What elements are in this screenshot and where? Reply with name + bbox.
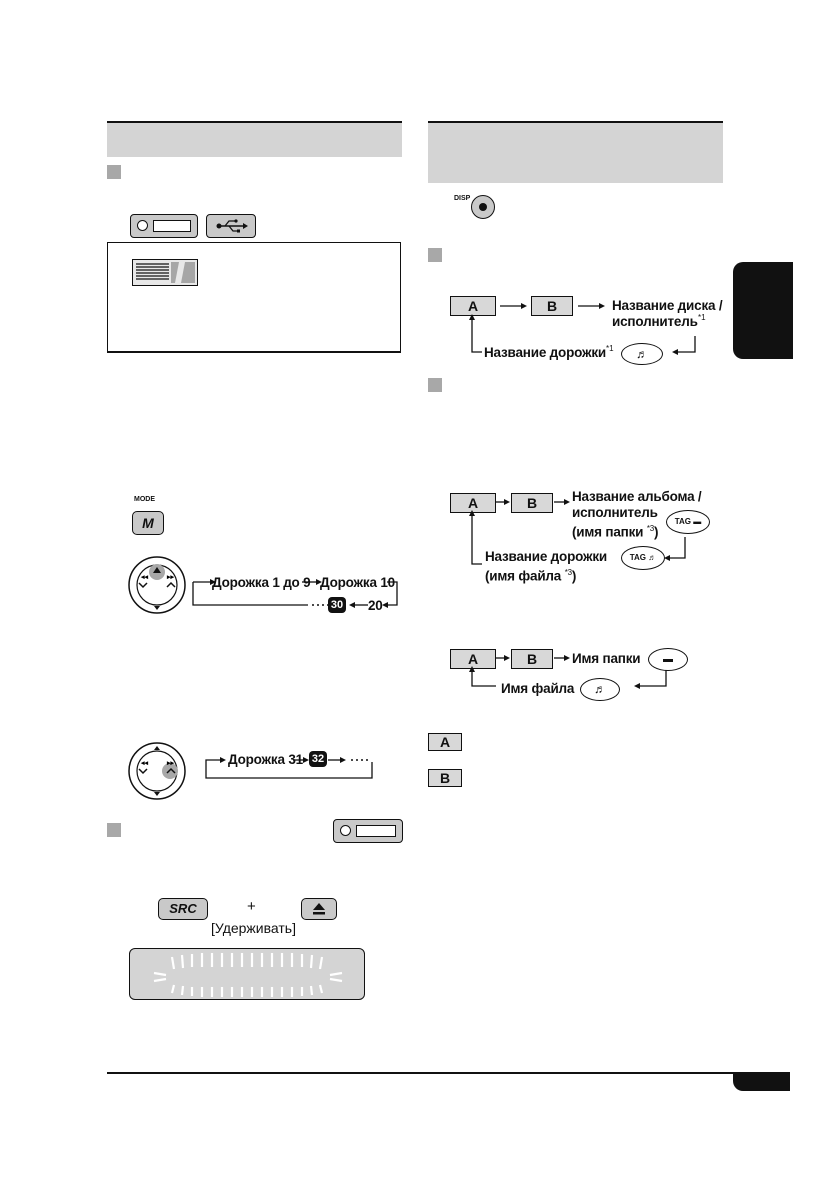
mp3-flow-arrows [469, 499, 686, 565]
music-note-icon: ♬ [636, 347, 648, 361]
file-name-label: (имя файла *3) [485, 568, 577, 584]
cd-slot-icon-2 [333, 819, 403, 843]
album-title-label: Название альбома / [572, 489, 702, 504]
eject-icon [313, 903, 325, 915]
disp-button[interactable] [471, 195, 495, 219]
folder-label: Имя папки [572, 651, 641, 666]
plus-sign: + [247, 898, 256, 915]
control-dial-1[interactable]: ◂◂ ▸▸ [128, 556, 186, 614]
folder-name-text: (имя папки [572, 524, 644, 540]
step-marker-2 [107, 823, 121, 837]
folder-icon: ▬ [663, 654, 673, 665]
music-note-icon-2: ♬ [594, 682, 606, 696]
track-title-label: Название дорожки [484, 345, 607, 360]
file-label: Имя файла [501, 681, 575, 696]
mp3-track-title-label: Название дорожки [485, 549, 608, 564]
disc-title-label: Название диска / [612, 298, 723, 313]
left-section-header [107, 121, 402, 157]
music-note-oval-1: ♬ [621, 343, 663, 365]
src-button[interactable]: SRC [158, 898, 208, 920]
mode-label: MODE [134, 496, 155, 503]
step-marker-4 [428, 378, 442, 392]
track-seq-1-arrows [192, 579, 398, 608]
mode-key-label: M [142, 515, 154, 531]
language-tab [733, 262, 793, 359]
usb-icon [206, 214, 256, 238]
svg-text:◂◂: ◂◂ [140, 574, 149, 581]
right-section-header [428, 121, 723, 183]
step-marker-3 [428, 248, 442, 262]
disp-label: DISP [454, 195, 471, 202]
mp3-box-b: B [511, 493, 553, 513]
track-note: *1 [606, 344, 614, 353]
disc-artist-label: исполнитель [612, 314, 698, 329]
cd-flow-arrows [469, 303, 696, 355]
cd-box-a: A [450, 296, 496, 316]
track-1-9-label: Дорожка 1 до 9 [212, 575, 311, 590]
footer-rule [107, 1072, 790, 1074]
track-30-badge: 30 [328, 597, 346, 613]
note-box [107, 242, 401, 353]
folder-name-label: (имя папки *3) [572, 524, 659, 540]
folder-oval: ▬ [648, 648, 688, 671]
music-note-oval-2: ♬ [580, 678, 620, 701]
mode-button[interactable]: M [132, 511, 164, 535]
file-name-note: *3 [564, 568, 572, 577]
folder-name-note: *3 [646, 524, 655, 533]
tag-folder-icon: TAG ▬ [674, 517, 702, 526]
step-marker-1 [107, 165, 121, 179]
track-seq-2-arrows [205, 757, 373, 779]
track-31-label: Дорожка 31 [228, 752, 303, 767]
cd-box-b: B [531, 296, 573, 316]
cd-slot-icon [130, 214, 198, 238]
folder-box-b: B [511, 649, 553, 669]
track-20-label: 20 [368, 598, 383, 613]
hold-label: [Удерживать] [211, 920, 296, 936]
tag-music-icon: TAG ♬ [629, 553, 657, 562]
display-panel-icon [132, 259, 198, 286]
eject-button[interactable] [301, 898, 337, 920]
file-name-text: (имя файла [485, 568, 562, 584]
track-32-badge: 32 [309, 751, 327, 767]
control-dial-2[interactable]: ◂◂ ▸▸ [128, 742, 186, 800]
disc-note: *1 [698, 313, 706, 322]
tag-folder-oval: TAG ▬ [666, 510, 710, 534]
svg-text:▸▸: ▸▸ [166, 760, 175, 767]
track-10-label: Дорожка 10 [320, 575, 395, 590]
legend-box-a: A [428, 733, 462, 751]
svg-text:◂◂: ◂◂ [140, 760, 149, 767]
page-number-tab [733, 1074, 790, 1091]
folder-flow-arrows [469, 655, 667, 689]
svg-text:▸▸: ▸▸ [166, 574, 175, 581]
tag-music-oval: TAG ♬ [621, 546, 665, 570]
legend-box-b: B [428, 769, 462, 787]
src-key-label: SRC [169, 901, 197, 916]
album-artist-label: исполнитель [572, 505, 658, 520]
flashing-display [129, 948, 365, 1000]
mp3-box-a: A [450, 493, 496, 513]
